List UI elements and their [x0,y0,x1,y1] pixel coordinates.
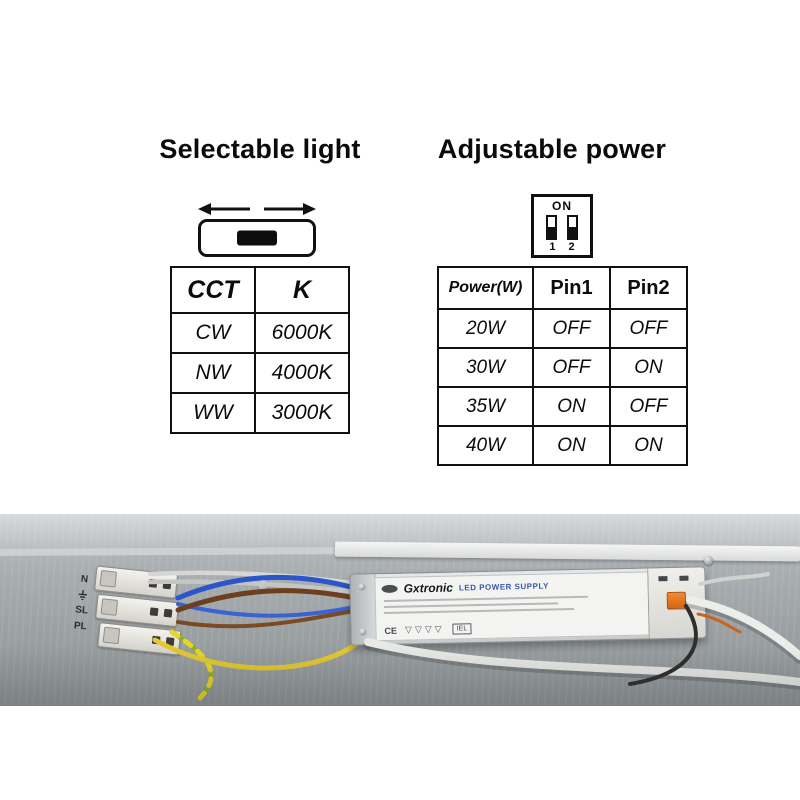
table-cell: 4000K [254,352,350,394]
dip-on-label: ON [552,199,572,213]
table-header-cell: Power(W) [437,266,534,310]
wiring-front [363,572,800,690]
table-cell: ON [532,425,611,466]
dip-slots [534,215,590,240]
table-row: WW 3000K [170,392,350,434]
dip-switch-2 [567,215,578,240]
table-cell: ON [532,386,611,427]
table-header-row: Power(W) Pin1 Pin2 [437,266,688,310]
cct-slider-icon [198,202,316,257]
table-cell: WW [170,392,256,434]
terminal-labels: N SL PL [73,574,91,633]
power-table: Power(W) Pin1 Pin2 20W OFF OFF 30W OFF O… [437,266,688,466]
wiring-back [147,570,371,701]
table-cell: ON [609,425,688,466]
table-cell: 30W [437,347,534,388]
table-cell: 35W [437,386,534,427]
fixture-photo: N SL PL [0,514,800,706]
dip-pin-number-1: 1 [549,241,556,253]
table-header-cell: CCT [170,266,256,314]
table-row: CW 6000K [170,312,350,354]
table-cell: 40W [437,425,534,466]
table-row: NW 4000K [170,352,350,394]
slider-track [198,219,316,257]
table-cell: CW [170,312,256,354]
table-cell: OFF [609,308,688,349]
table-cell: OFF [532,347,611,388]
rivet [704,556,713,565]
dip-switch-1 [546,215,557,240]
table-header-cell: Pin2 [609,266,688,310]
dip-pin-number-2: 2 [568,241,575,253]
table-cell: OFF [532,308,611,349]
table-row: 30W OFF ON [437,347,688,388]
table-header-cell: Pin1 [532,266,611,310]
table-row: 35W ON OFF [437,386,688,427]
selectable-light-title: Selectable light [159,134,361,164]
double-arrow-icon [198,203,316,215]
dip-switch-icon: ON 1 2 [531,194,593,258]
table-cell: 6000K [254,312,350,354]
table-cell: 20W [437,308,534,349]
dip-knob-1 [548,227,555,238]
ground-icon [79,589,88,601]
table-row: 20W OFF OFF [437,308,688,349]
table-header-row: CCT K [170,266,350,314]
table-row: 40W ON ON [437,425,688,466]
slider-knob [237,230,277,246]
adjustable-power-title: Adjustable power [437,134,667,164]
table-cell: OFF [609,386,688,427]
table-header-cell: K [254,266,350,314]
dip-knob-2 [569,227,576,238]
cct-table: CCT K CW 6000K NW 4000K WW 3000K [170,266,350,434]
table-cell: 3000K [254,392,350,434]
table-cell: NW [170,352,256,394]
table-cell: ON [609,347,688,388]
dip-pin-numbers: 1 2 [534,241,590,253]
